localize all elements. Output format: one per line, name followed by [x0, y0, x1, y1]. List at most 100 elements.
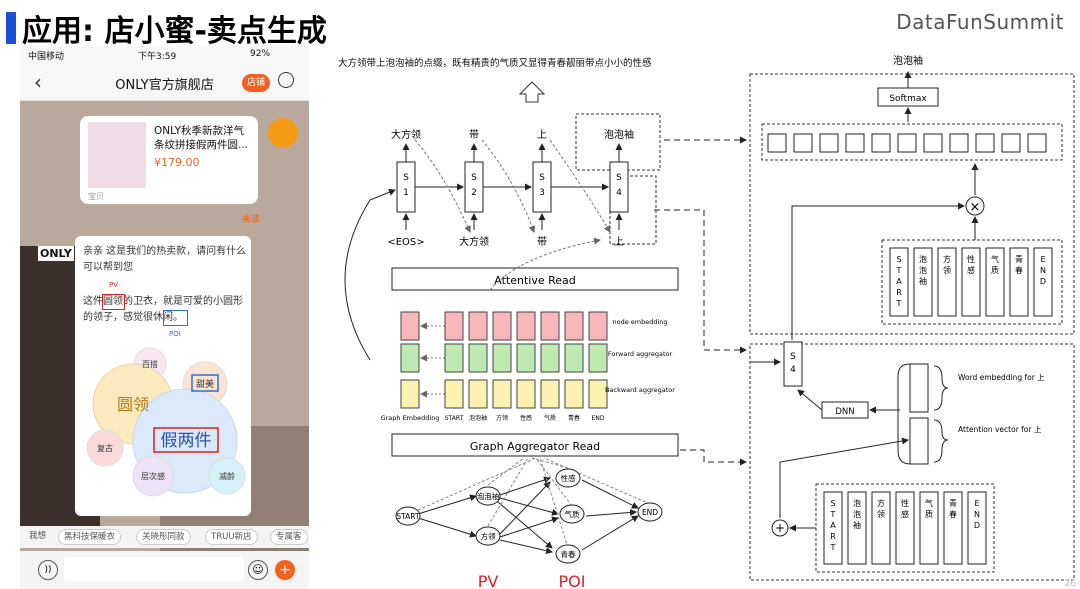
- bubble-label: 减龄: [219, 471, 235, 481]
- candidate-token-cell: [895, 491, 915, 565]
- candidate-token-char: E: [1040, 255, 1045, 264]
- candidate-token-cell: [913, 247, 933, 317]
- embedding-cell: [564, 311, 584, 341]
- candidate-token-char: D: [1040, 277, 1046, 286]
- link-to-input: [654, 209, 747, 354]
- candidate-token-char: 性: [967, 254, 975, 264]
- vocab-prob-cell: [975, 133, 995, 153]
- softmax-box: [877, 87, 939, 107]
- add-icon[interactable]: +: [275, 560, 295, 580]
- embedding-cell: [516, 379, 536, 409]
- embedding-cell: [540, 311, 560, 341]
- graph-edge: [499, 497, 559, 516]
- candidate-token-cell: [919, 491, 939, 565]
- embedding-cell: [468, 343, 488, 373]
- candidate-token-char: 方: [877, 498, 885, 508]
- graph-embedding-cell: [400, 343, 420, 373]
- step-top-word: 上: [537, 129, 547, 141]
- input-bracket: [897, 363, 911, 465]
- attention-brace: [933, 419, 949, 463]
- clock: 下午3:59: [138, 52, 177, 62]
- column-label: 青春: [568, 414, 580, 422]
- vocab-prob-cell: [793, 133, 813, 153]
- quick-reply[interactable]: 专属客: [270, 529, 308, 545]
- graph-dashed-edge: [487, 457, 525, 486]
- candidate-token-char: 泡: [853, 498, 861, 508]
- embedding-cell: [444, 311, 464, 341]
- candidate-token-char: 春: [1015, 265, 1023, 275]
- quick-reply[interactable]: 黑科技保暖衣: [58, 529, 122, 545]
- copy-arrow: [481, 139, 536, 233]
- title-accent-bar: [6, 12, 16, 44]
- candidate-token-cell: [889, 247, 909, 317]
- embedding-cell: [516, 343, 536, 373]
- bubble-fugu: [86, 429, 124, 467]
- vocab-prob-cell: [949, 133, 969, 153]
- candidate-token-cell: [985, 247, 1005, 317]
- quick-reply[interactable]: 我想: [29, 531, 47, 541]
- vocab-prob-cell: [845, 133, 865, 153]
- store-button[interactable]: 店铺: [242, 74, 270, 92]
- jialiangjian-highlight-box: [153, 427, 219, 453]
- candidate-token-char: 质: [925, 509, 933, 519]
- copy-arrow: [549, 139, 611, 233]
- candidate-token-char: 袖: [919, 276, 927, 286]
- multiply-node: [965, 196, 985, 216]
- user-icon[interactable]: [278, 72, 294, 88]
- slide-title: 应用: 店小蜜-卖点生成: [22, 14, 327, 49]
- candidate-token-char: N: [974, 510, 980, 519]
- product-card[interactable]: ONLY秋季新款洋气条纹拼接假两件圆... ¥179.00 宝贝: [80, 116, 258, 204]
- attentive-read-label: Attentive Read: [494, 274, 575, 287]
- candidate-token-cell: [961, 247, 981, 317]
- row-label: Forward aggregator: [608, 350, 673, 358]
- service-avatar: [268, 118, 298, 148]
- graph-aggregator-box: [391, 433, 679, 457]
- chat-bubble: 亲亲 这是我们的热卖款，请问有什么可以帮到您 PV 这件圆领的卫衣，就是可爱的小…: [75, 236, 251, 516]
- column-label: END: [592, 415, 605, 422]
- vocab-prob-cell: [1001, 133, 1021, 153]
- output-arrow-icon: [518, 81, 546, 103]
- candidate-token-char: D: [974, 521, 980, 530]
- graph-node-qingchun: [555, 544, 581, 564]
- dnn-label: DNN: [835, 407, 854, 417]
- column-label: START: [445, 415, 464, 422]
- graph-edge: [499, 476, 551, 496]
- graph-node-label: 方领: [481, 531, 496, 541]
- attention-vector-label: Attention vector for 上: [958, 425, 1042, 434]
- state-label: S: [403, 173, 409, 183]
- bubble-label: 层次感: [141, 471, 165, 481]
- quick-reply-bar: 我想 黑科技保暖衣 关晓彤同款 TRUU新店 专属客: [20, 526, 309, 548]
- nav-bar: ‹ ONLY官方旗舰店 店铺: [20, 64, 309, 101]
- candidate-token-char: S: [830, 499, 835, 508]
- add-node: [771, 519, 789, 537]
- candidate-token-char: T: [896, 266, 902, 275]
- bubble-label: 百搭: [142, 359, 158, 369]
- product-tag: 宝贝: [88, 192, 104, 201]
- step-top-word: 泡泡袖: [604, 128, 634, 141]
- back-icon[interactable]: ‹: [34, 70, 42, 94]
- pointer-generator-diagram: 大方领带上泡泡袖的点缀，既有精贵的气质又显得青春靓丽带点小小的性感 大方领 带 …: [338, 54, 1075, 589]
- candidate-token-char: 泡: [853, 509, 861, 519]
- candidate-token-char: A: [830, 521, 836, 530]
- quick-reply[interactable]: 关晓彤同款: [136, 529, 191, 545]
- decoder-steps: 大方领 带 上 泡泡袖 S 1 S 2 S 3 S 4 <EOS> 大方领 带: [344, 113, 661, 361]
- candidate-token-char: 质: [991, 265, 999, 275]
- graph-node-fangling: [475, 526, 501, 546]
- product-image: [88, 122, 146, 188]
- state-label: S: [616, 173, 622, 183]
- message-input[interactable]: [64, 557, 244, 581]
- voice-icon[interactable]: )): [38, 560, 58, 580]
- phone-screenshot: 中国移动 下午3:59 92% ‹ ONLY官方旗舰店 店铺 ONLY秋季新款洋…: [20, 46, 309, 589]
- state-label: 4: [616, 188, 622, 198]
- candidate-token-cell: [1033, 247, 1053, 317]
- graph-edge: [497, 501, 553, 549]
- candidate-token-char: 方: [943, 254, 951, 264]
- quick-reply[interactable]: TRUU新店: [205, 529, 258, 545]
- bubble-label: 圆领: [117, 395, 149, 414]
- embedding-cell: [588, 379, 608, 409]
- emoji-icon[interactable]: ☺: [248, 560, 268, 580]
- embedding-cell: [564, 379, 584, 409]
- add-icon: +: [775, 521, 785, 535]
- input-bar: )) ☺ +: [20, 551, 309, 589]
